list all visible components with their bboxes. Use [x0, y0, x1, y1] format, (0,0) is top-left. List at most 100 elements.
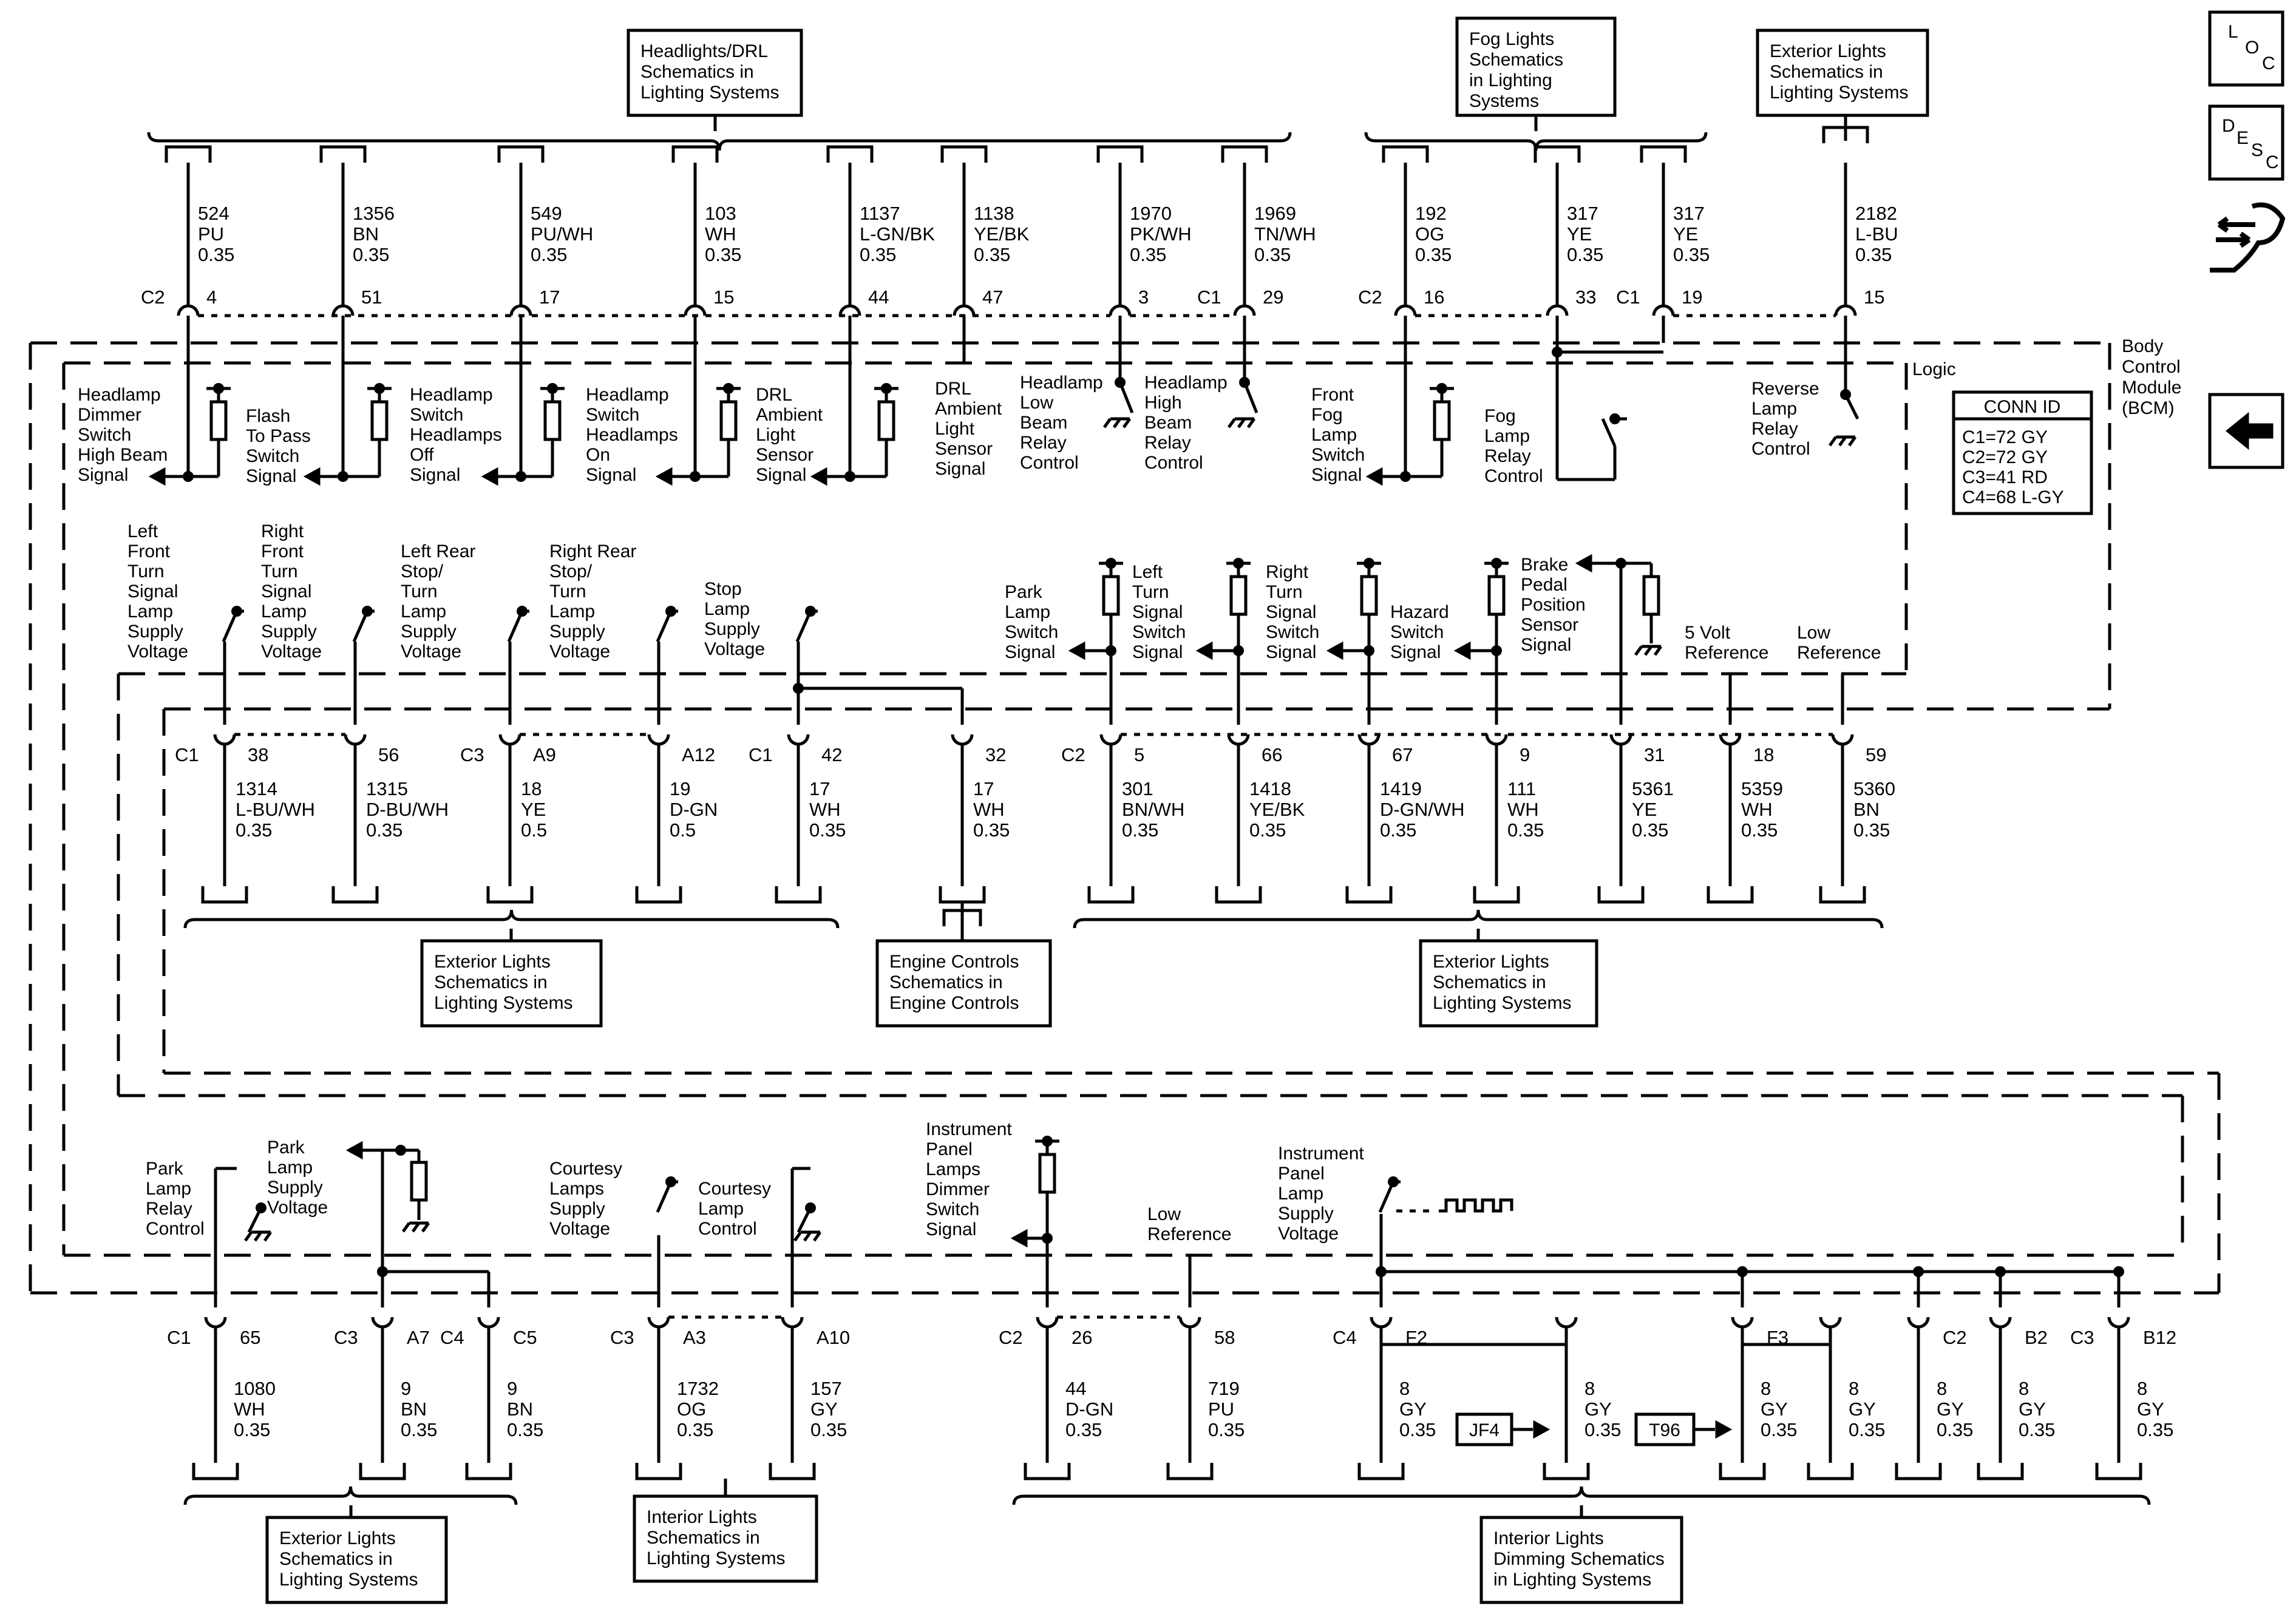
ref-box-engine-controls[interactable] — [875, 939, 1052, 1028]
ref-box-fog-lights-text: Systems — [1469, 91, 1539, 111]
signal-label: Ambient — [935, 399, 1002, 419]
signal-label: Right — [261, 521, 304, 541]
circuit-number: 719 — [1208, 1378, 1240, 1399]
ref-box-exterior-mid-right[interactable] — [1419, 939, 1598, 1028]
harness-terminal-mid — [939, 886, 986, 904]
pin-number: 31 — [1644, 744, 1665, 765]
signal-label: Relay — [146, 1199, 192, 1219]
ref-box-interior-bottom[interactable] — [633, 1494, 818, 1583]
circuit-number: 111 — [1507, 778, 1536, 799]
ref-box-dimming-bottom-text: Interior Lights — [1493, 1528, 1604, 1548]
circuit-number: 1080 — [234, 1378, 276, 1399]
signal-label: Switch — [1266, 622, 1319, 642]
connector-id: C4 — [440, 1327, 464, 1348]
ref-box-exterior-mid-left[interactable] — [420, 939, 603, 1028]
connector-cavity-top — [177, 304, 200, 316]
signal-label: Switch — [246, 446, 299, 466]
signal-label: Front — [127, 541, 171, 561]
signal-label: Headlamp — [586, 385, 669, 405]
circuit-number: 8 — [2137, 1378, 2147, 1399]
circuit-number: 192 — [1415, 203, 1447, 224]
connector-cavity-top — [1233, 304, 1256, 316]
wire-color: BN — [353, 223, 379, 245]
signal-label: Brake — [1521, 555, 1568, 575]
desc-icon[interactable] — [2208, 104, 2284, 181]
ground-icon — [1102, 418, 1112, 429]
switch-contact — [796, 1207, 812, 1233]
wire-color: PU — [1208, 1398, 1234, 1420]
ground-icon — [411, 1222, 421, 1233]
wire-gauge: 0.35 — [2019, 1419, 2055, 1440]
loc-icon[interactable] — [2208, 10, 2284, 87]
pin-number: B12 — [2143, 1327, 2176, 1348]
signal-label: Front — [261, 541, 304, 561]
circuit-number: 1314 — [236, 778, 277, 799]
harness-terminal-bottom — [1807, 1463, 1854, 1480]
connector-cavity-bottom — [1178, 1317, 1201, 1329]
circuit-number: 8 — [2019, 1378, 2029, 1399]
switch-pivot — [1115, 377, 1126, 388]
wire-gauge: 0.35 — [677, 1419, 713, 1440]
signal-label: Courtesy — [698, 1179, 771, 1199]
signal-label: Light — [756, 425, 796, 445]
signal-label: Hazard — [1390, 602, 1449, 622]
connector-cavity-top — [331, 304, 355, 316]
ref-box-exterior-bottom[interactable] — [265, 1516, 448, 1604]
circuit-number: 17 — [973, 778, 994, 799]
connector-cavity-top — [838, 304, 861, 316]
connector-cavity-bottom — [647, 1317, 670, 1329]
ground-icon — [401, 1222, 411, 1233]
signal-arrow — [1010, 1229, 1028, 1248]
connector-cavity-bottom — [1731, 1317, 1754, 1329]
ref-box-exterior-mid-right-text: Exterior Lights — [1433, 952, 1549, 972]
connector-cavity-bottom — [371, 1317, 394, 1329]
signal-arrow — [1453, 641, 1471, 660]
ground-icon — [1634, 645, 1643, 656]
wire-color: L-GN/BK — [860, 223, 935, 245]
connector-id: C1 — [749, 744, 773, 765]
harness-terminal-mid — [1597, 886, 1645, 904]
signal-label: Control — [1144, 453, 1203, 473]
pin-number: 65 — [240, 1327, 260, 1348]
ref-box-dimming-bottom[interactable] — [1479, 1516, 1683, 1604]
ref-box-exterior-top[interactable] — [1756, 29, 1929, 117]
pin-number: F3 — [1767, 1327, 1788, 1348]
signal-label: Turn — [127, 561, 165, 581]
connector-id: C3 — [2070, 1327, 2094, 1348]
pullup-resistor — [370, 400, 389, 441]
back-arrow-icon[interactable] — [2208, 393, 2284, 469]
harness-terminal-bottom — [1024, 1463, 1071, 1480]
ref-box-exterior-bottom-text: Schematics in — [279, 1549, 393, 1569]
ref-box-exterior-bottom-text: Exterior Lights — [279, 1528, 396, 1548]
ground-icon — [1828, 436, 1838, 447]
signal-label: Lamp — [127, 602, 173, 622]
pwm-waveform-icon — [1439, 1198, 1513, 1213]
signal-label: Voltage — [549, 1219, 610, 1239]
circuit-number: 1356 — [353, 203, 395, 224]
ground-icon — [1643, 645, 1653, 656]
signal-label: Stop/ — [549, 561, 593, 581]
pin-number: 47 — [982, 286, 1003, 308]
pin-number: A12 — [682, 744, 715, 765]
wire-gauge: 0.35 — [198, 244, 234, 265]
pin-number: A7 — [407, 1327, 430, 1348]
wire-gauge: 0.35 — [1761, 1419, 1797, 1440]
ground-icon — [1122, 418, 1132, 429]
pin-number: 26 — [1072, 1327, 1092, 1348]
ref-box-exterior-top-text: Lighting Systems — [1770, 83, 1908, 103]
circuit-number: 1969 — [1254, 203, 1296, 224]
harness-terminal-bottom — [1719, 1463, 1766, 1480]
pin-number: A9 — [533, 744, 556, 765]
circuit-number: 301 — [1122, 778, 1153, 799]
harness-terminal-bottom — [192, 1463, 239, 1480]
ref-box-fog-lights-text: Schematics — [1469, 50, 1563, 70]
wire-color: WH — [973, 799, 1005, 820]
signal-label: Lamps — [549, 1179, 604, 1199]
ground-icon — [1112, 418, 1122, 429]
connector-cavity-top — [1546, 304, 1569, 316]
ref-box-exterior-top-text: Schematics in — [1770, 62, 1883, 82]
signal-arrow — [481, 467, 498, 486]
signal-label: Signal — [1266, 642, 1316, 662]
ref-box-exterior-bottom-text: Lighting Systems — [279, 1570, 418, 1590]
